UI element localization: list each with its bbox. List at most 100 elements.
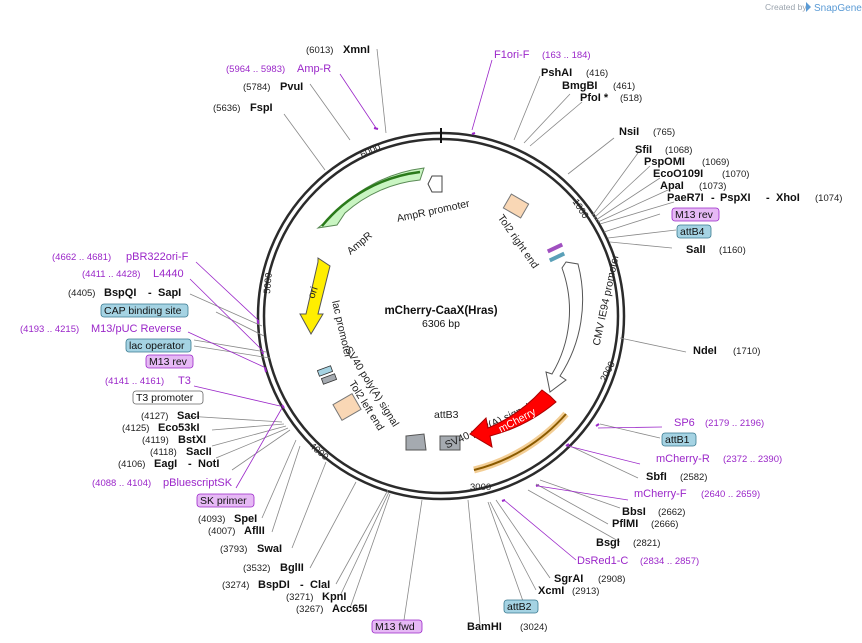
enzyme-clai: ClaI xyxy=(310,579,330,591)
range-amp-r: (5964 .. 5983) xyxy=(226,64,285,75)
enzyme-aflii: AflII xyxy=(244,525,265,537)
pos-xmni: (6013) xyxy=(306,45,333,56)
enzyme-pflmi: PflMI xyxy=(612,518,638,530)
primer-leader-lines xyxy=(187,59,663,561)
primer-dsred1-c: DsRed1-C xyxy=(577,555,628,567)
attB2-box xyxy=(503,599,539,614)
ampr-promoter-arrow xyxy=(427,175,443,193)
pos-bamhi: (3024) xyxy=(520,622,547,633)
pos-pvui: (5784) xyxy=(243,82,270,93)
range-dsred1-c: (2834 .. 2857) xyxy=(640,556,699,567)
enzyme-noti: NotI xyxy=(198,458,219,470)
enzyme-sali: SalI xyxy=(686,244,706,256)
m13rev-left-box xyxy=(145,354,194,369)
sk-primer-label: SK primer xyxy=(200,495,247,507)
attB4-mark xyxy=(546,242,564,254)
primer-mcherry-r: mCherry-R xyxy=(656,453,710,465)
brand-text: SnapGene xyxy=(814,3,862,14)
enzyme-sfii: SfiI xyxy=(635,144,652,156)
m13fwd-label: M13 fwd xyxy=(375,621,415,633)
t3-promoter-box xyxy=(132,390,204,405)
ampr-arrow xyxy=(316,167,425,229)
sep-1: - xyxy=(711,192,715,204)
mcherry-orf-line xyxy=(473,413,567,471)
lac-operator-label: lac operator xyxy=(129,340,185,352)
pos-sbfi: (2582) xyxy=(680,472,707,483)
enzyme-ecoo109i: EcoO109I xyxy=(653,168,703,180)
enzyme-swai: SwaI xyxy=(257,543,282,555)
tick-6000: 6000 xyxy=(359,142,383,161)
pos-pflmi: (2666) xyxy=(651,519,678,530)
attB4-box xyxy=(676,224,712,239)
mcherry-arrow xyxy=(469,389,557,448)
primer-l4440: L4440 xyxy=(153,268,184,280)
enzyme-spei: SpeI xyxy=(234,513,257,525)
enzyme-eagi: EagI xyxy=(154,458,177,470)
snapgene-logo-icon xyxy=(806,2,811,12)
enzyme-bmgbi: BmgBI xyxy=(562,80,597,92)
pos-bglii: (3532) xyxy=(243,563,270,574)
enzyme-sacii: SacII xyxy=(186,446,212,458)
ori-arrow xyxy=(299,257,331,336)
pos-bbsi: (2662) xyxy=(658,507,685,518)
m13rev-top-label: M13 rev xyxy=(675,209,714,221)
enzyme-xhoi: XhoI xyxy=(776,192,800,204)
pos-fspi: (5636) xyxy=(213,103,240,114)
m13rev-left-label: M13 rev xyxy=(149,356,188,368)
pos-pshai: (416) xyxy=(586,68,608,79)
enzyme-bglii: BglII xyxy=(280,562,304,574)
enzyme-ndei: NdeI xyxy=(693,345,717,357)
range-f1ori-f: (163 .. 184) xyxy=(542,50,591,61)
pos-saci: (4127) xyxy=(141,411,168,422)
pos-ecoo109i: (1070) xyxy=(722,169,749,180)
sep-5: - xyxy=(300,579,304,591)
sv40-right-box xyxy=(439,435,461,451)
primer-f1ori-f: F1ori-F xyxy=(494,49,530,61)
range-pbr322ori-f: (4662 .. 4681) xyxy=(52,252,111,263)
pos-pspomi: (1069) xyxy=(702,157,729,168)
enzyme-paer7i: PaeR7I xyxy=(667,192,704,204)
enzyme-acc65i: Acc65I xyxy=(332,603,367,615)
pos-sacii: (4118) xyxy=(150,447,177,458)
sv40-left-mark xyxy=(320,373,338,385)
primer-pbr322ori-f: pBR322ori-F xyxy=(126,251,189,263)
m13rev-top-box xyxy=(671,207,720,222)
lac-operator-box xyxy=(125,338,192,353)
ampr-promoter-label: AmpR promoter xyxy=(396,198,471,225)
pos-bspqi: (4405) xyxy=(68,288,95,299)
enzyme-bsgi: BsgI xyxy=(596,537,620,549)
enzyme-kpni: KpnI xyxy=(322,591,346,603)
enzyme-fspi: FspI xyxy=(250,102,273,114)
enzyme-bspqi: BspQI xyxy=(104,287,136,299)
pos-aflii: (4007) xyxy=(208,526,235,537)
sep-4: - xyxy=(188,458,192,470)
enzyme-pspomi: PspOMI xyxy=(644,156,685,168)
lac-operator-mark xyxy=(316,365,334,377)
attB4-label: attB4 xyxy=(680,226,705,238)
enzyme-pfoi: PfoI * xyxy=(580,92,609,104)
pos-bsgi: (2821) xyxy=(633,538,660,549)
pos-sali: (1160) xyxy=(719,245,746,256)
t3-promoter-label: T3 promoter xyxy=(136,392,194,404)
enzyme-xcmi: XcmI xyxy=(538,585,564,597)
tol2-left-box xyxy=(332,393,362,421)
enzyme-pspxi: PspXI xyxy=(720,192,751,204)
attB2-label: attB2 xyxy=(507,601,532,613)
primer-pbluescriptsk: pBluescriptSK xyxy=(163,477,233,489)
cap-label: CAP binding site xyxy=(104,305,182,317)
pos-bspdi: (3274) xyxy=(222,580,249,591)
cmv-promoter-arrow xyxy=(545,261,584,393)
range-pbluescriptsk: (4088 .. 4104) xyxy=(92,478,151,489)
pos-ndei: (1710) xyxy=(733,346,760,357)
enzyme-apai: ApaI xyxy=(660,180,684,192)
enzyme-sgrai: SgrAI xyxy=(554,573,583,585)
attB1-label: attB1 xyxy=(665,434,690,446)
enzyme-bstxi: BstXI xyxy=(178,434,206,446)
range-sp6: (2179 .. 2196) xyxy=(705,418,764,429)
range-t3: (4141 .. 4161) xyxy=(105,376,164,387)
sk-primer-box xyxy=(196,493,255,508)
pos-xcmi: (2913) xyxy=(572,586,599,597)
m13fwd-box xyxy=(371,619,423,634)
enzyme-nsii: NsiI xyxy=(619,126,639,138)
enzyme-bspdi: BspDI xyxy=(258,579,290,591)
